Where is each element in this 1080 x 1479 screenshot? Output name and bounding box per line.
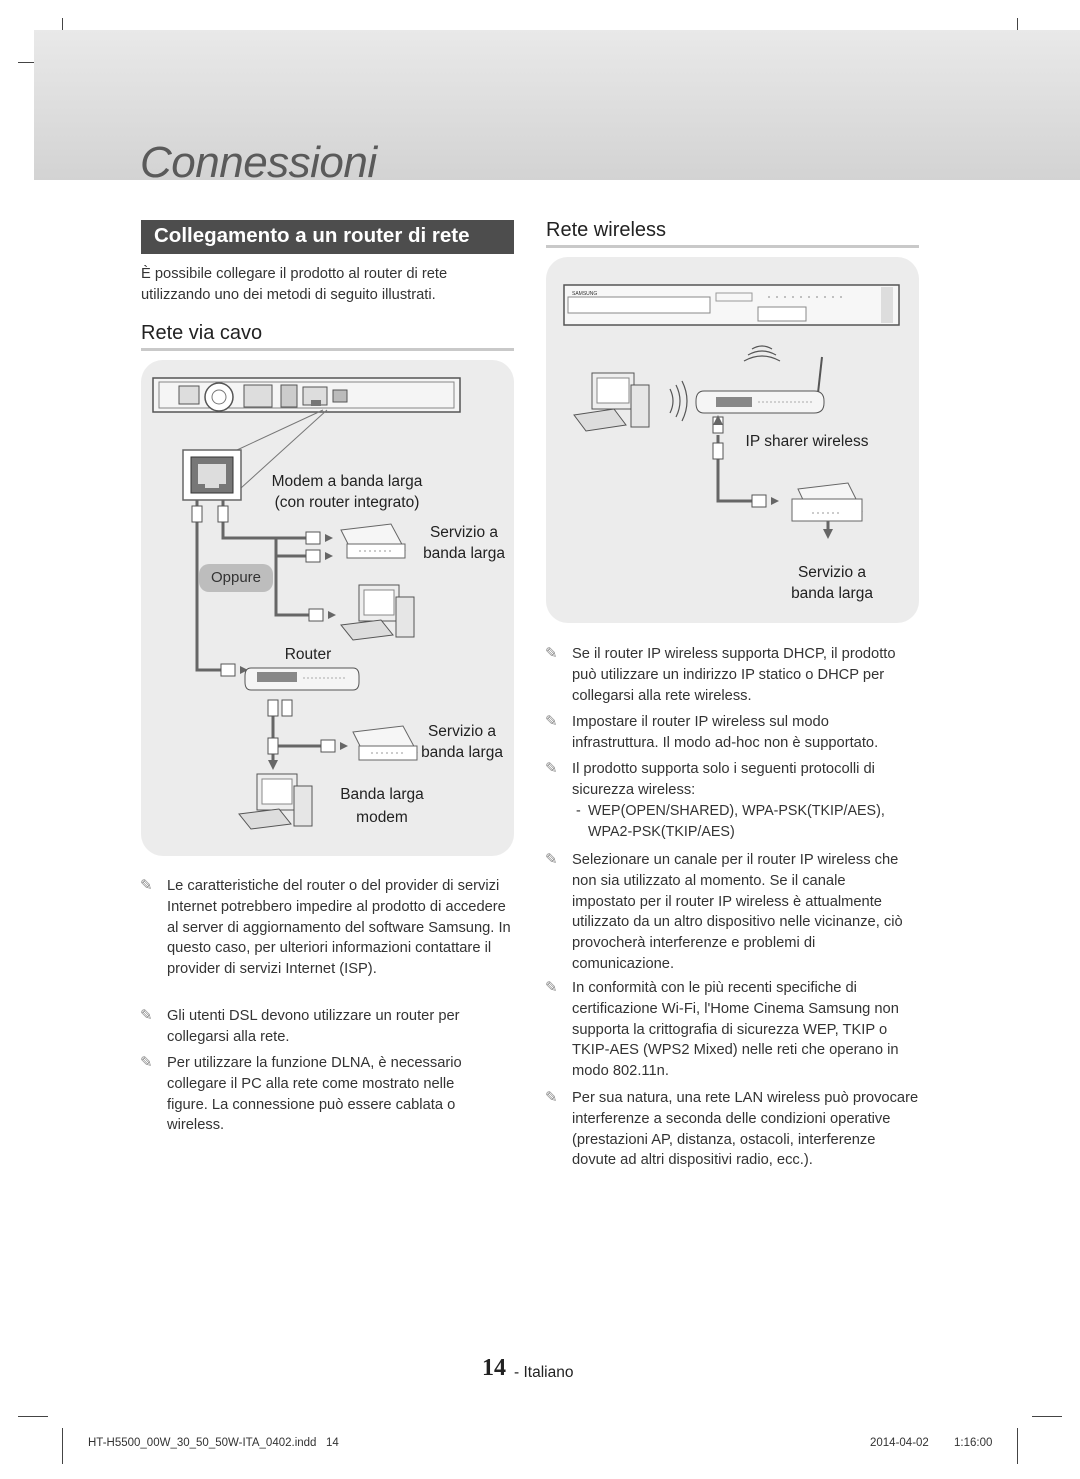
broadband-modem-label-line1: Banda larga: [340, 786, 424, 803]
wireless-service-label-line1: Servizio a: [797, 564, 867, 581]
right-note-1: ✎ Se il router IP wireless supporta DHCP…: [545, 644, 922, 706]
broadband-modem-label-line2: modem: [356, 809, 408, 826]
broadband-modem-icon: [340, 523, 406, 559]
left-note-2-text: Gli utenti DSL devono utilizzare un rout…: [167, 1008, 460, 1045]
home-cinema-front-panel: SAMSUNG: [563, 284, 900, 326]
broadband-modem-icon-wireless: [791, 482, 863, 522]
service-label-2-line2: banda larga: [421, 744, 503, 761]
intro-text: È possibile collegare il prodotto al rou…: [141, 266, 448, 303]
wireless-service-label: Servizio a banda larga: [778, 562, 886, 604]
network-cable: [716, 435, 752, 503]
note-icon: ✎: [140, 1007, 153, 1024]
pc-icon: [340, 584, 415, 641]
wireless-heading: Rete wireless: [546, 219, 667, 241]
wifi-signal-icon: [669, 345, 781, 422]
crop-mark: [62, 1428, 63, 1464]
crop-mark: [18, 62, 48, 63]
arrows: [240, 534, 348, 770]
service-label-line1: Servizio a: [429, 524, 499, 541]
footer-file: HT-H5500_00W_30_50_50W-ITA_0402.indd 14: [88, 1437, 339, 1449]
security-protocols-text: WEP(OPEN/SHARED), WPA-PSK(TKIP/AES), WPA…: [588, 803, 885, 840]
right-note-5: ✎ In conformità con le più recenti speci…: [545, 978, 924, 1082]
crop-mark: [18, 1416, 48, 1417]
header-band: [34, 30, 1080, 180]
page-number: 14: [482, 1355, 506, 1381]
chapter-title: Connessioni: [140, 138, 377, 187]
or-label: Oppure: [210, 569, 262, 586]
router-label: Router: [284, 646, 332, 663]
broadband-modem-label: Banda larga modem: [322, 784, 442, 828]
network-cables: [195, 500, 321, 760]
note-icon: ✎: [545, 713, 558, 730]
footer-date: 2014-04-02: [870, 1437, 929, 1449]
note-icon: ✎: [545, 979, 558, 996]
wired-diagram: [152, 377, 461, 830]
right-note-2: ✎ Impostare il router IP wireless sul mo…: [545, 712, 912, 754]
note-icon: ✎: [140, 1054, 153, 1071]
wired-heading-rule: [141, 348, 514, 351]
right-note-3-text: Il prodotto supporta solo i seguenti pro…: [572, 761, 875, 798]
section-title: Collegamento a un router di rete: [154, 224, 470, 247]
router-icon: [244, 667, 360, 691]
right-note-2-text: Impostare il router IP wireless sul modo…: [572, 714, 879, 751]
service-label: Servizio a banda larga: [410, 522, 518, 564]
service-label-line2: banda larga: [423, 545, 505, 562]
home-cinema-rear-panel: [152, 377, 461, 413]
crop-mark: [1017, 1428, 1018, 1464]
crop-mark: [1032, 1416, 1062, 1417]
wireless-service-label-line2: banda larga: [791, 585, 873, 602]
note-icon: ✎: [545, 645, 558, 662]
right-note-3: ✎ Il prodotto supporta solo i seguenti p…: [545, 759, 912, 801]
left-note-3: ✎ Per utilizzare la funzione DLNA, è nec…: [140, 1053, 492, 1136]
modem-router-label-line1: Modem a banda larga: [271, 473, 423, 490]
note-icon: ✎: [140, 877, 153, 894]
right-note-4-text: Selezionare un canale per il router IP w…: [572, 852, 903, 972]
note-icon: ✎: [545, 1089, 558, 1106]
right-note-1-text: Se il router IP wireless supporta DHCP, …: [572, 646, 896, 704]
wireless-heading-rule: [546, 245, 919, 248]
note-icon: ✎: [545, 760, 558, 777]
section-banner: Collegamento a un router di rete: [141, 220, 514, 254]
left-note-3-text: Per utilizzare la funzione DLNA, è neces…: [167, 1055, 462, 1134]
footer-time: 1:16:00: [954, 1437, 993, 1449]
left-note-2: ✎ Gli utenti DSL devono utilizzare un ro…: [140, 1006, 502, 1048]
wireless-diagram: SAMSUNG: [563, 284, 900, 539]
right-note-6-text: Per sua natura, una rete LAN wireless pu…: [572, 1090, 919, 1169]
ip-sharer-router-icon: [695, 356, 825, 414]
left-note-1-text: Le caratteristiche del router o del prov…: [167, 878, 511, 978]
or-badge: [199, 564, 273, 592]
note-icon: ✎: [545, 851, 558, 868]
wired-heading: Rete via cavo: [141, 322, 263, 344]
right-note-5-text: In conformità con le più recenti specifi…: [572, 980, 899, 1080]
page-language: - Italiano: [514, 1364, 574, 1381]
service-label-2: Servizio a banda larga: [408, 721, 516, 763]
right-note-6: ✎ Per sua natura, una rete LAN wireless …: [545, 1088, 922, 1171]
modem-router-label: Modem a banda larga (con router integrat…: [252, 471, 442, 513]
broadband-modem-icon-2: [352, 725, 418, 761]
list-dash: -: [576, 803, 581, 819]
right-note-4: ✎ Selezionare un canale per il router IP…: [545, 850, 907, 975]
cable-connectors: [191, 505, 336, 755]
modem-router-label-line2: (con router integrato): [274, 494, 420, 511]
lan-port-icon: [182, 449, 242, 501]
brand-logo: SAMSUNG: [572, 291, 597, 297]
wired-diagram-panel: [141, 360, 514, 856]
service-label-2-line1: Servizio a: [427, 723, 497, 740]
pc-icon-wireless: [573, 372, 650, 432]
security-protocols-list: - WEP(OPEN/SHARED), WPA-PSK(TKIP/AES), W…: [576, 801, 916, 843]
arrows-wireless: [713, 415, 833, 539]
pc-icon-2: [238, 773, 313, 830]
left-note-1: ✎ Le caratteristiche del router o del pr…: [140, 876, 517, 980]
ip-sharer-label: IP sharer wireless: [745, 433, 869, 450]
